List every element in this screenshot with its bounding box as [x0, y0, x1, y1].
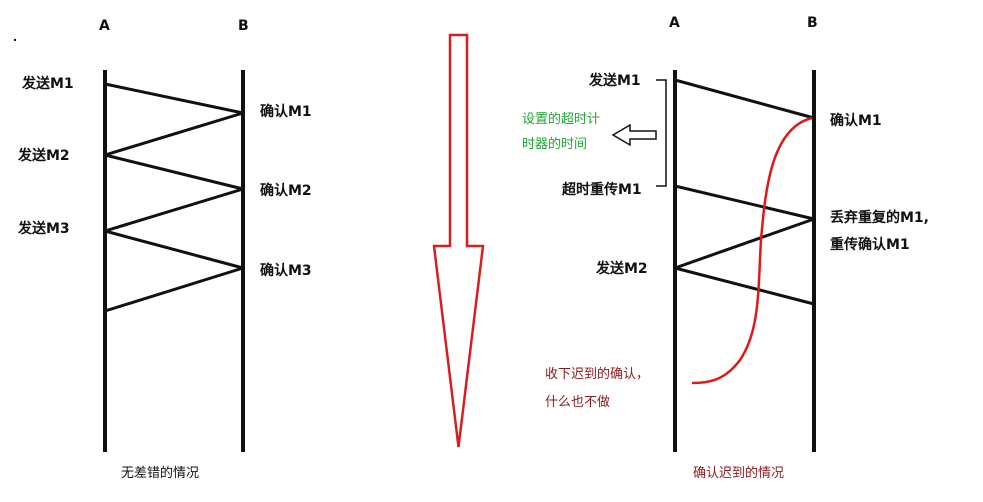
left-col-b-label: B [238, 18, 249, 34]
left-diagram [103, 70, 245, 452]
left-send-m3-label: 发送M3 [18, 221, 70, 237]
left-send-m2-label: 发送M2 [18, 148, 70, 164]
left-caption: 无差错的情况 [121, 466, 200, 481]
hollow-left-arrow-icon [611, 123, 657, 147]
left-msg-m2 [104, 153, 244, 191]
right-caption: 确认迟到的情况 [693, 466, 785, 481]
right-diagram [611, 70, 816, 452]
discard-note-line2: 重传确认M1 [830, 237, 910, 253]
left-ack-m2-label: 确认M2 [260, 183, 312, 199]
left-ack-m3 [104, 266, 244, 313]
discard-note-line1: 丢弃重复的M1, [830, 210, 929, 226]
right-send-m1-label: 发送M1 [589, 73, 641, 89]
right-col-b-label: B [807, 15, 818, 31]
right-send-m2-label: 发送M2 [596, 261, 648, 277]
right-timeout-resend-label: 超时重传M1 [562, 182, 642, 198]
timer-note-line1: 设置的超时计 [522, 112, 601, 127]
left-msg-m1 [104, 82, 244, 115]
left-ack-m1-label: 确认M1 [260, 104, 312, 120]
right-ack-m1-again [674, 217, 815, 270]
left-ack-m1 [104, 111, 244, 157]
right-col-a-label: A [669, 15, 680, 31]
left-ack-m3-label: 确认M3 [260, 263, 312, 279]
right-ack-m1-label: 确认M1 [830, 113, 882, 129]
late-ack-note-line1: 收下迟到的确认， [545, 367, 650, 382]
right-msg-m1 [674, 78, 815, 120]
right-msg-m2 [674, 266, 815, 306]
late-ack-path [691, 116, 813, 385]
timer-bracket [656, 79, 667, 187]
left-msg-m3 [104, 229, 244, 270]
right-resend-m1 [674, 184, 815, 221]
timer-note-line2: 时器的时间 [522, 137, 588, 152]
late-ack-note-line2: 什么也不做 [545, 395, 611, 410]
stray-dot [13, 38, 17, 42]
big-red-down-arrow-icon [432, 33, 485, 448]
left-col-a-label: A [99, 18, 110, 34]
left-ack-m2 [104, 187, 244, 233]
left-send-m1-label: 发送M1 [22, 76, 74, 92]
